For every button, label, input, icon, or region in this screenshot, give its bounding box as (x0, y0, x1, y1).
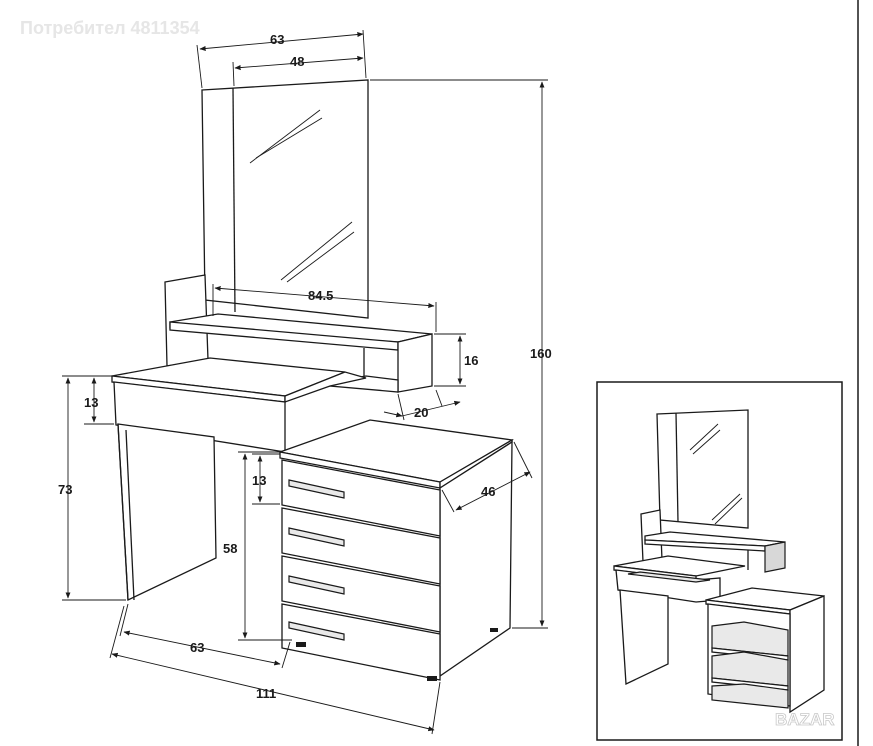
drawer-handle-2 (288, 527, 345, 547)
dim-cabinet-height: 58 (223, 541, 237, 556)
desk-top (111, 357, 367, 403)
main-furniture-drawing (111, 79, 514, 681)
inset-view: BAZAR (596, 381, 843, 741)
dim-total-height: 160 (530, 346, 552, 361)
dim-drawer-front-height: 13 (252, 473, 266, 488)
mirror (201, 79, 369, 319)
top-shelf (169, 313, 433, 393)
desk-leg (117, 423, 217, 602)
dim-desk-height: 73 (58, 482, 72, 497)
drawer-handle-3 (288, 575, 345, 595)
dim-mirror-inner-width: 48 (290, 54, 304, 69)
dim-total-width: 111 (256, 686, 276, 701)
dimension-lines (62, 29, 548, 735)
drawer-handle-1 (288, 479, 345, 499)
dim-mirror-outer-width: 63 (270, 32, 284, 47)
dim-shelf-depth: 20 (414, 405, 428, 420)
drawer-cabinet (277, 419, 514, 681)
dim-desk-depth: 63 (190, 640, 204, 655)
watermark-text: Потребител 4811354 (20, 18, 200, 38)
dim-desk-drawer-height: 13 (84, 395, 98, 410)
dim-shelf-width: 84.5 (308, 288, 333, 303)
dimension-labels: 63 48 84.5 16 160 20 46 13 73 13 58 63 1… (58, 32, 552, 701)
dim-shelf-height: 16 (464, 353, 478, 368)
bazar-logo: BAZAR (775, 710, 835, 729)
drawer-handle-4 (288, 621, 345, 641)
dim-cabinet-depth: 46 (481, 484, 495, 499)
